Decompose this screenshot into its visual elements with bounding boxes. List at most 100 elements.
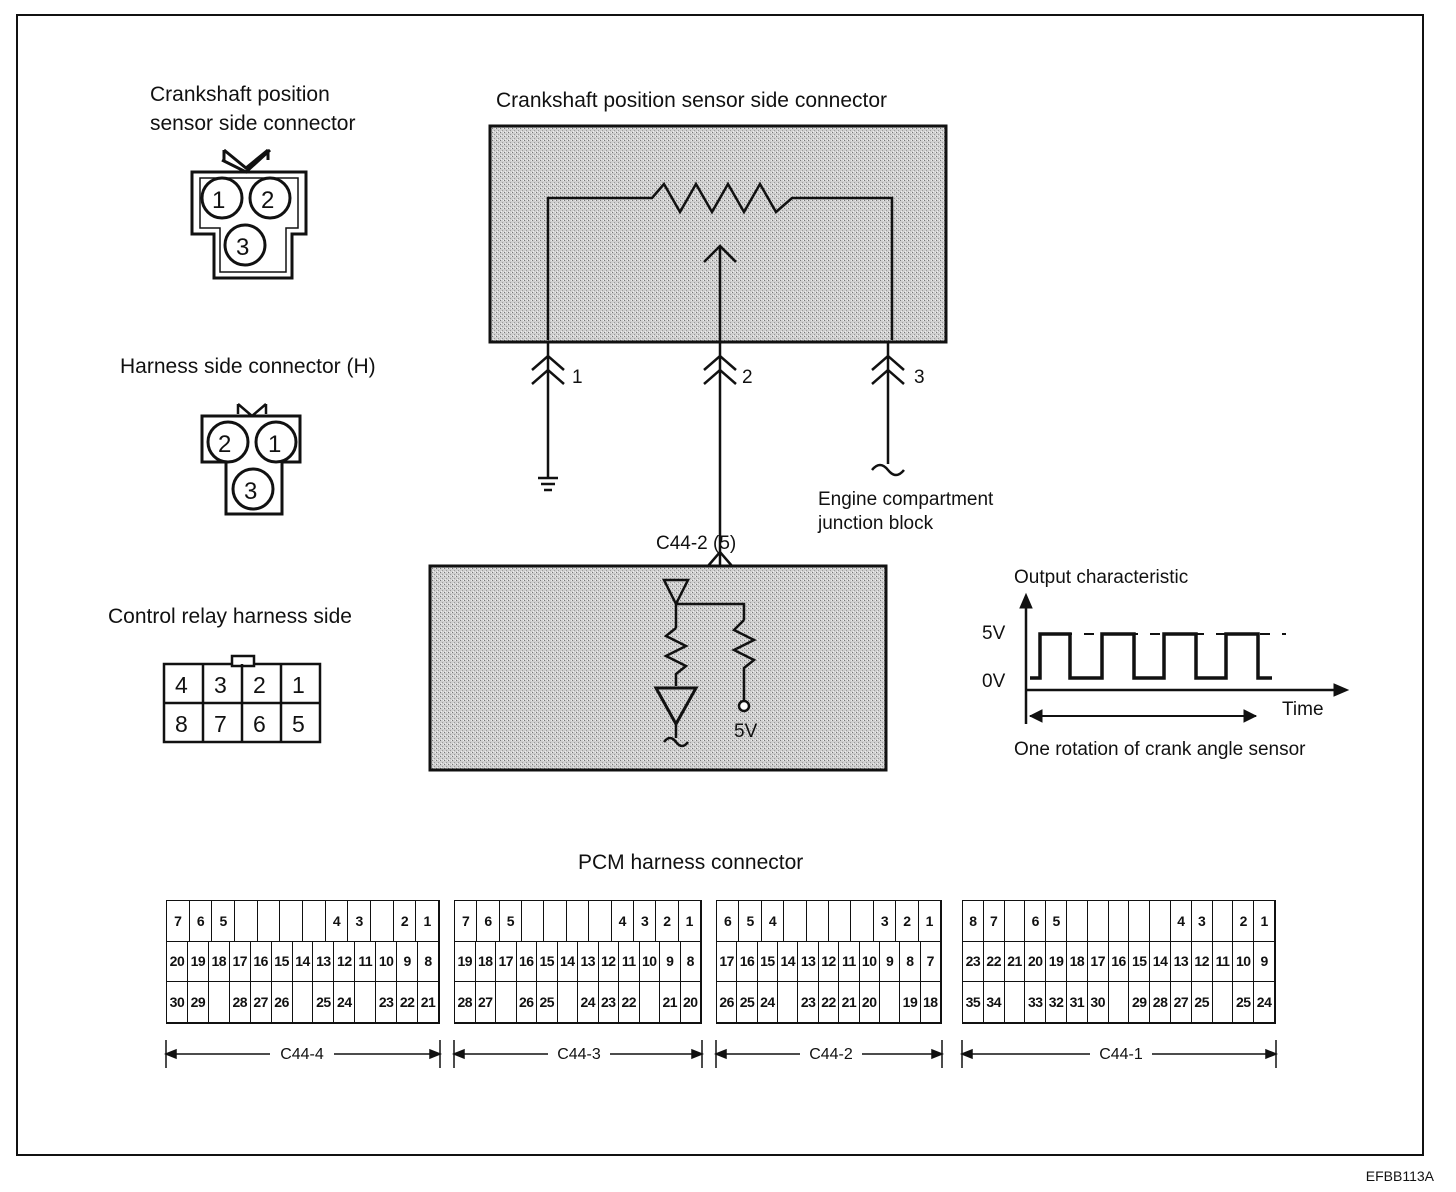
pcm-pin: 16 [250, 941, 272, 983]
relay-pin: 2 [253, 672, 266, 698]
pcm-pin: 29 [1129, 982, 1151, 1023]
pcm-pin [1004, 901, 1026, 942]
pcm-pin [1087, 901, 1109, 942]
pcm-pin [589, 901, 612, 942]
pcm-pin: 13 [798, 941, 819, 983]
pcm-pin: 2 [393, 901, 417, 942]
pcm-pin: 15 [537, 941, 558, 983]
terminal-1-label: 1 [572, 367, 583, 388]
pcm-pin: 7 [167, 901, 190, 942]
pcm-pin: 10 [376, 941, 398, 983]
diagram-frame [16, 14, 1424, 1156]
pcm-pin: 3 [873, 901, 897, 942]
pcm-pin: 28 [229, 982, 251, 1023]
pcm-box [428, 550, 888, 772]
pcm-pin: 23 [598, 982, 619, 1023]
pcm-pin: 11 [355, 941, 377, 983]
pcm-pin: 25 [1191, 982, 1213, 1023]
pcm-pin: 18 [920, 982, 941, 1023]
harness-pin-1: 1 [268, 431, 282, 458]
pcm-pin [370, 901, 394, 942]
pcm-connector-ref: C44-2 (5) [656, 533, 737, 554]
pcm-pin [355, 982, 377, 1023]
pcm-pin: 17 [717, 941, 738, 983]
sensor-side-top-title: Crankshaft position sensor side connecto… [496, 89, 888, 112]
pcm-pin: 3 [633, 901, 657, 942]
pcm-pin: 19 [187, 941, 209, 983]
pcm-pin: 24 [578, 982, 599, 1023]
pcm-pin: 24 [757, 982, 779, 1023]
pcm-pin: 23 [798, 982, 819, 1023]
pcm-pin: 10 [639, 941, 660, 983]
chart-y-low: 0V [982, 671, 1006, 692]
harness-side-connector [200, 403, 302, 516]
sensor-pin-1: 1 [212, 187, 226, 214]
pcm-pin [292, 982, 314, 1023]
pcm-pin [522, 901, 545, 942]
pcm-group-label: C44-1 [1099, 1046, 1143, 1063]
relay-pin: 3 [214, 672, 227, 698]
pcm-pin: 35 [963, 982, 984, 1023]
pcm-pin: 1 [678, 901, 701, 942]
pcm-pin: 26 [516, 982, 537, 1023]
pcm-pin: 12 [334, 941, 356, 983]
pcm-pin: 14 [1150, 941, 1171, 983]
chart-y-high: 5V [982, 623, 1006, 644]
pcm-pin [1004, 982, 1026, 1023]
pcm-pin: 13 [578, 941, 599, 983]
pcm-pin: 30 [167, 982, 188, 1023]
pcm-pin: 2 [1233, 901, 1255, 942]
pcm-pin: 23 [963, 941, 984, 983]
pcm-pin [1212, 982, 1234, 1023]
terminal-3-label: 3 [914, 367, 925, 388]
pcm-pin: 21 [418, 982, 439, 1023]
relay-pin: 5 [292, 711, 305, 737]
pcm-pin: 28 [455, 982, 476, 1023]
pcm-pin: 12 [818, 941, 840, 983]
pcm-pin: 4 [1170, 901, 1192, 942]
pcm-connector-title: PCM harness connector [578, 851, 804, 874]
pcm-group-label: C44-4 [280, 1046, 324, 1063]
pcm-pin [879, 982, 901, 1023]
pcm-pin: 14 [557, 941, 578, 983]
pcm-pin: 27 [250, 982, 272, 1023]
pcm-5v-label: 5V [734, 721, 758, 742]
pcm-pin: 4 [325, 901, 349, 942]
pcm-pin: 19 [1046, 941, 1067, 983]
pcm-pin [778, 982, 799, 1023]
pcm-pin: 7 [983, 901, 1005, 942]
relay-pin: 6 [253, 711, 266, 737]
pcm-pin [828, 901, 852, 942]
pcm-pin [1150, 901, 1171, 942]
pcm-pin [1108, 982, 1130, 1023]
pcm-pin: 20 [1025, 941, 1047, 983]
pcm-pin: 5 [499, 901, 523, 942]
pcm-pin: 25 [537, 982, 558, 1023]
pcm-pin: 25 [313, 982, 335, 1023]
pcm-pin: 29 [187, 982, 209, 1023]
pcm-pin: 8 [900, 941, 921, 983]
pcm-pin: 10 [1233, 941, 1255, 983]
pcm-pin: 4 [761, 901, 785, 942]
relay-pin: 7 [214, 711, 227, 737]
pcm-pin [639, 982, 660, 1023]
pcm-pin: 12 [598, 941, 619, 983]
pcm-pin: 18 [475, 941, 496, 983]
pcm-pin: 9 [1254, 941, 1275, 983]
pcm-pin: 15 [1129, 941, 1151, 983]
pcm-pin: 33 [1025, 982, 1047, 1023]
terminal-wires [531, 342, 905, 566]
pcm-pin: 18 [208, 941, 230, 983]
pcm-pin: 4 [611, 901, 634, 942]
output-chart-title: Output characteristic [1014, 567, 1189, 588]
pcm-pin: 15 [271, 941, 293, 983]
pcm-pin: 2 [896, 901, 919, 942]
pcm-pin: 7 [920, 941, 941, 983]
